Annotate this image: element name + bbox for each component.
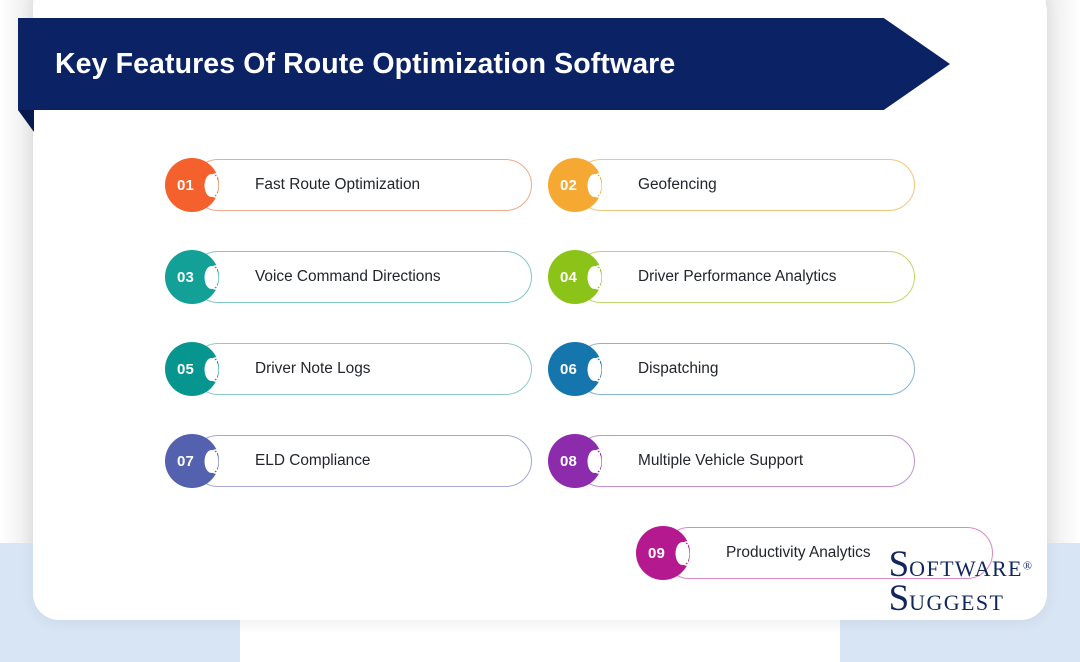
feature-badge-08: 08 — [548, 434, 602, 488]
feature-badge-09: 09 — [636, 526, 690, 580]
feature-pill-06[interactable]: Dispatching — [575, 343, 915, 395]
feature-label-02: Geofencing — [638, 176, 717, 193]
feature-number-07: 07 — [176, 452, 195, 470]
feature-number-06: 06 — [559, 360, 578, 378]
feature-row-2: Voice Command Directions 03 Driver Perfo… — [0, 250, 1080, 342]
feature-number-01: 01 — [176, 176, 195, 194]
logo-line-2: SUGGEST — [889, 580, 1032, 617]
feature-pill-07[interactable]: ELD Compliance — [192, 435, 532, 487]
background-right-strip — [1046, 0, 1080, 543]
feature-row-1: Fast Route Optimization 01 Geofencing — [0, 158, 1080, 250]
logo-line-1: SOFTWARE® — [889, 546, 1032, 583]
feature-label-07: ELD Compliance — [255, 452, 371, 469]
feature-badge-01: 01 — [165, 158, 219, 212]
feature-badge-06: 06 — [548, 342, 602, 396]
logo-cap-s-1: S — [888, 543, 910, 585]
logo-word-software: OFTWARE — [909, 555, 1023, 581]
feature-row-3: Driver Note Logs 05 Dispatching — [0, 342, 1080, 434]
feature-label-06: Dispatching — [638, 360, 719, 377]
feature-badge-04: 04 — [548, 250, 602, 304]
feature-badge-07: 07 — [165, 434, 219, 488]
feature-label-01: Fast Route Optimization — [255, 176, 421, 193]
feature-label-08: Multiple Vehicle Support — [638, 452, 804, 469]
feature-label-05: Driver Note Logs — [255, 360, 371, 377]
logo-word-suggest: UGGEST — [909, 589, 1005, 615]
feature-number-09: 09 — [647, 544, 666, 562]
feature-number-04: 04 — [559, 268, 578, 286]
feature-pill-05[interactable]: Driver Note Logs — [192, 343, 532, 395]
feature-pill-01[interactable]: Fast Route Optimization — [192, 159, 532, 211]
feature-pill-02[interactable]: Geofencing — [575, 159, 915, 211]
feature-pill-03[interactable]: Voice Command Directions — [192, 251, 532, 303]
feature-label-09: Productivity Analytics — [726, 544, 871, 561]
registered-mark-icon: ® — [1022, 558, 1032, 573]
feature-pill-04[interactable]: Driver Performance Analytics — [575, 251, 915, 303]
feature-pill-09[interactable]: Productivity Analytics — [663, 527, 993, 579]
feature-badge-03: 03 — [165, 250, 219, 304]
page-title: Key Features Of Route Optimization Softw… — [55, 47, 676, 80]
feature-badge-02: 02 — [548, 158, 602, 212]
feature-grid: Fast Route Optimization 01 Geofencing — [0, 158, 1080, 618]
feature-label-03: Voice Command Directions — [255, 268, 441, 285]
header-ribbon: Key Features Of Route Optimization Softw… — [18, 18, 950, 110]
logo-cap-s-2: S — [888, 577, 910, 619]
feature-number-08: 08 — [559, 452, 578, 470]
feature-label-04: Driver Performance Analytics — [638, 268, 837, 285]
feature-number-02: 02 — [559, 176, 578, 194]
feature-pill-08[interactable]: Multiple Vehicle Support — [575, 435, 915, 487]
softwaresuggest-logo: SOFTWARE® SUGGEST — [889, 546, 1032, 617]
feature-row-4: ELD Compliance 07 Multiple Vehicle Suppo… — [0, 434, 1080, 526]
feature-number-03: 03 — [176, 268, 195, 286]
feature-badge-05: 05 — [165, 342, 219, 396]
feature-number-05: 05 — [176, 360, 195, 378]
feature-row-5: Productivity Analytics 09 — [0, 526, 1080, 618]
ribbon-body-shape — [18, 18, 950, 110]
